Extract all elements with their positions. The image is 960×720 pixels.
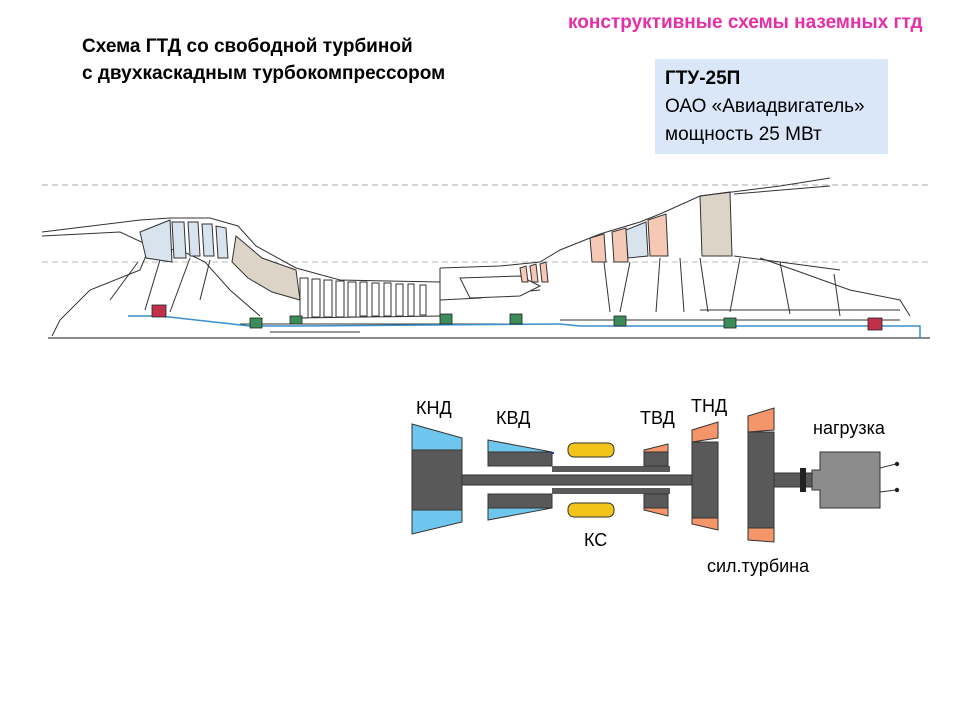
- power-turbine-disk: [747, 431, 775, 529]
- engine-info-box: ГТУ-25П ОАО «Авиадвигатель» мощность 25 …: [655, 59, 888, 154]
- coupling: [800, 468, 806, 492]
- label-power-turbine: сил.турбина: [707, 556, 810, 576]
- power-turbine-upper-blade: [747, 407, 775, 433]
- label-lpt: ТНД: [691, 396, 727, 416]
- combustor-lower: [567, 502, 615, 518]
- bearing-hpc: [439, 313, 453, 325]
- title-line-2: с двухкаскадным турбокомпрессором: [82, 63, 446, 84]
- lp-shaft: [461, 474, 693, 486]
- bearings: [151, 304, 883, 331]
- engine-name: ГТУ-25П: [665, 68, 741, 89]
- oil-lines: [128, 315, 921, 338]
- combustor-liner: [459, 275, 542, 299]
- label-hpc: КВД: [496, 408, 530, 428]
- lpc-blades: [171, 221, 229, 259]
- intermediate-duct: [231, 235, 301, 301]
- load-block: [811, 451, 881, 509]
- block-schematic: КНД КВД ТВД ТНД нагрузка КС сил.турбина: [411, 396, 900, 576]
- label-hpt: ТВД: [640, 408, 675, 428]
- hpc-disk: [487, 451, 553, 467]
- hpt-lower-blade: [643, 507, 669, 517]
- hpt-upper-blade: [643, 443, 669, 453]
- engine-power: мощность 25 МВт: [665, 124, 822, 145]
- label-combustor: КС: [584, 530, 607, 550]
- lpt-upper-blade: [691, 421, 719, 443]
- bearing-rear: [867, 317, 883, 331]
- hpc-blades: [299, 277, 427, 319]
- lpt-lower-blade: [691, 517, 719, 531]
- engine-maker: ОАО «Авиадвигатель»: [665, 96, 865, 117]
- bearing-turbine: [509, 313, 523, 325]
- hp-spool: [552, 466, 670, 472]
- inlet-casing: [41, 217, 441, 283]
- turbine-blades: [519, 213, 669, 283]
- label-load: нагрузка: [813, 418, 886, 438]
- lpc-lower-blade: [411, 509, 463, 535]
- diagram-title: Схема ГТД со свободной турбиной с двухка…: [82, 33, 445, 87]
- power-turbine: [699, 191, 733, 257]
- cross-section-drawing: [41, 177, 930, 339]
- category-caption: конструктивные схемы наземных гтд: [568, 12, 923, 33]
- lpt-disk: [691, 441, 719, 519]
- combustor-casing: [439, 213, 661, 269]
- combustor-upper: [567, 442, 615, 458]
- power-turbine-lower-blade: [747, 527, 775, 543]
- bearing-inlet: [151, 304, 167, 318]
- lpc-upper-blade: [411, 423, 463, 451]
- title-line-1: Схема ГТД со свободной турбиной: [82, 36, 413, 57]
- bearing-lpc: [249, 317, 263, 329]
- label-lpc: КНД: [416, 398, 452, 418]
- exhaust-casing: [659, 177, 831, 215]
- inlet-guide-vanes: [139, 219, 173, 263]
- lpc-disk: [411, 449, 463, 511]
